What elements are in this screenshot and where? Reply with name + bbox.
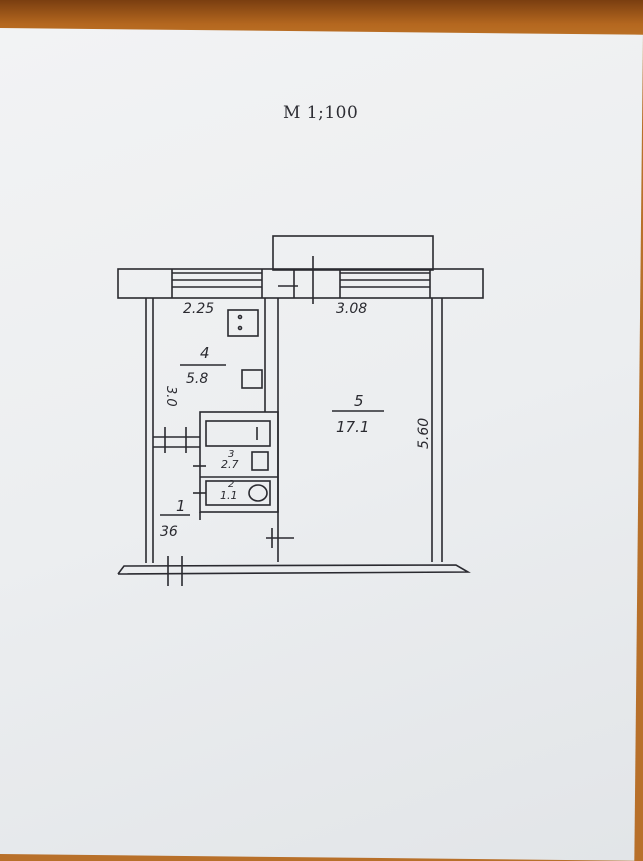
- bathtub: [205, 420, 271, 447]
- room-width-label: 3.08: [336, 301, 367, 317]
- kitchen-width-label: 2.25: [183, 301, 214, 317]
- balcony-door: [278, 256, 314, 304]
- balcony: [272, 235, 434, 271]
- kitchen-sink-icon: [241, 369, 263, 389]
- scale-label: M 1;100: [283, 103, 359, 123]
- room-4-area: 5.8: [186, 371, 208, 387]
- kitchen-length-label: 3.0: [163, 386, 178, 407]
- top-exterior-wall: [117, 268, 484, 299]
- bottom-wall: [117, 564, 471, 575]
- room-2-number: 2: [228, 479, 234, 490]
- sink-icon: [251, 451, 269, 471]
- room-2-area: 1.1: [220, 489, 238, 502]
- room-1-number: 1: [176, 497, 186, 515]
- room-window: [339, 269, 431, 298]
- toilet-icon: [248, 484, 268, 502]
- room-1-area: 36: [160, 524, 178, 540]
- room-3-area: 2.7: [221, 458, 239, 471]
- room-length-label: 5.60: [416, 418, 432, 449]
- stove-icon: [227, 309, 259, 337]
- room-3-number: 3: [228, 449, 234, 460]
- room-5-area: 17.1: [336, 418, 369, 436]
- room-5-number: 5: [354, 392, 364, 410]
- kitchen-window: [171, 269, 263, 298]
- bathroom-block: [199, 411, 279, 513]
- room-4-number: 4: [200, 344, 210, 362]
